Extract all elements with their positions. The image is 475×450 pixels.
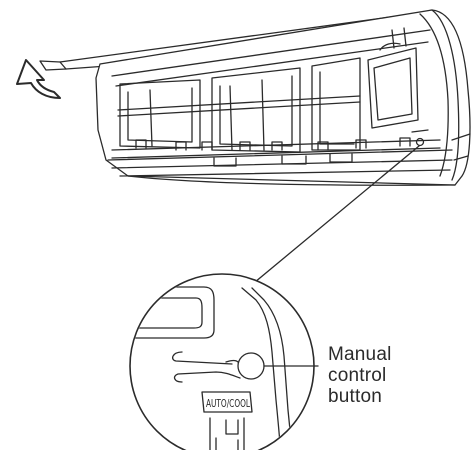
zoom-circle bbox=[129, 273, 315, 450]
callout-leader-line bbox=[242, 145, 420, 293]
callout-label-line-1: Manual bbox=[328, 344, 392, 365]
button-location-marker bbox=[415, 137, 425, 147]
open-direction-arrow-icon bbox=[16, 59, 61, 99]
callout-label-line-3: button bbox=[328, 386, 383, 407]
zoom-detail: AUTO/COOL bbox=[129, 273, 315, 450]
indoor-unit-body bbox=[95, 9, 471, 186]
callout-label-line-2: control bbox=[328, 365, 387, 386]
button-marking-label: AUTO/COOL bbox=[206, 397, 251, 410]
